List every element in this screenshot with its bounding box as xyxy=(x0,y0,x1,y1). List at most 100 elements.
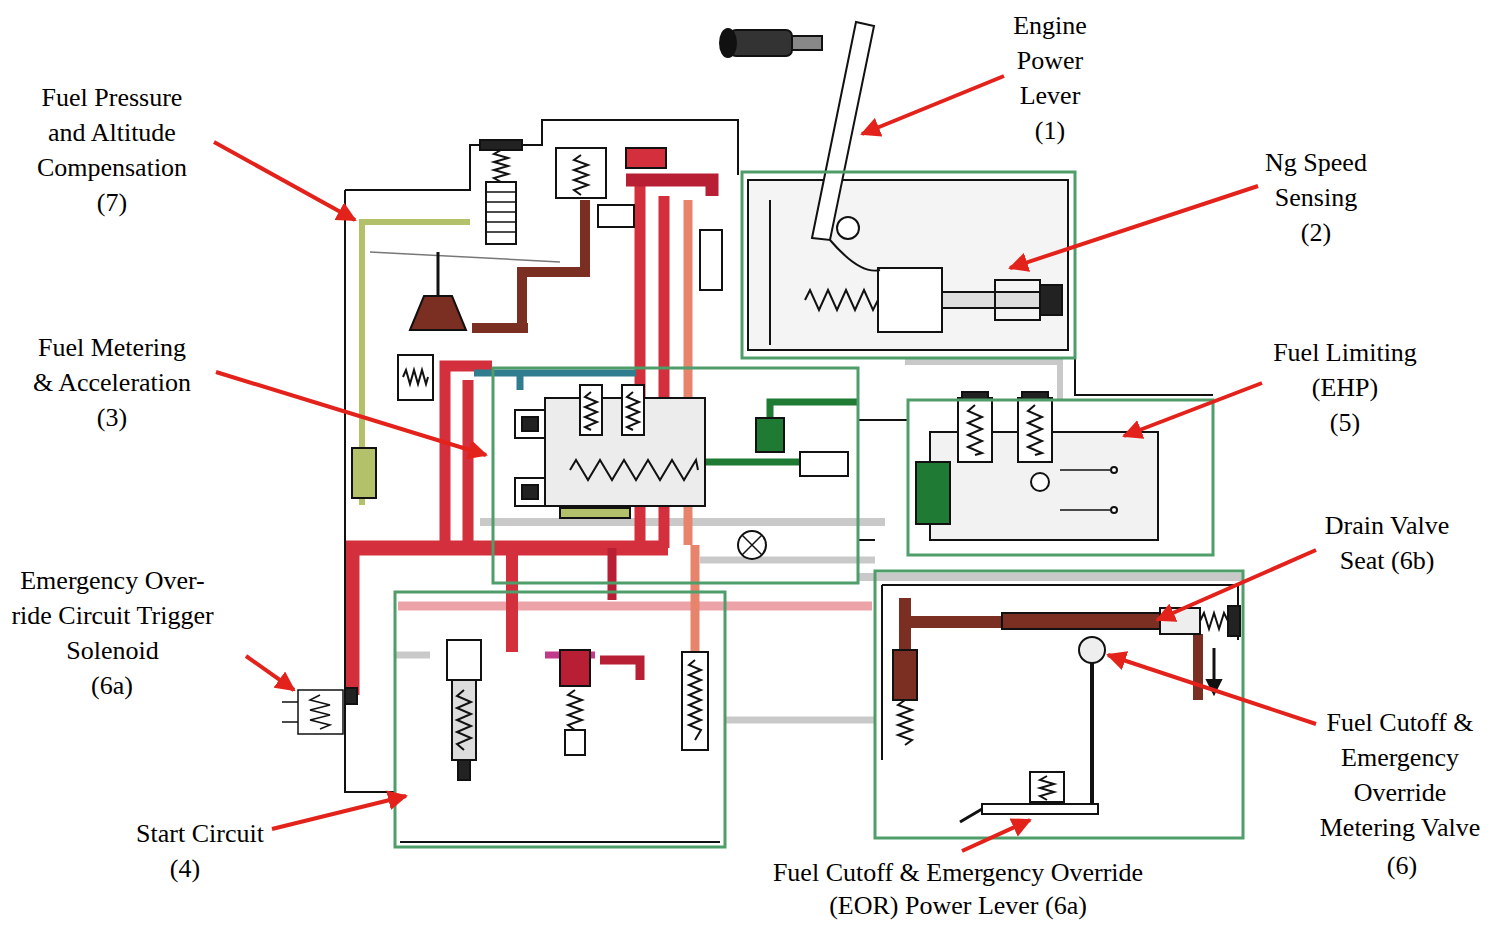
spring-symbol xyxy=(1040,776,1054,800)
callout-number: (6a) xyxy=(91,668,133,703)
part-label: Emergency Over-ride Circuit Trigger Sole… xyxy=(5,563,220,668)
label-slot: (1) xyxy=(1020,113,1080,148)
spring-symbol xyxy=(898,700,912,745)
spring-symbol xyxy=(968,405,982,455)
leader-arrow xyxy=(962,820,1030,851)
fulcrum-lever xyxy=(370,252,560,262)
limiter-valve xyxy=(1018,398,1052,462)
leader-arrow xyxy=(862,76,1004,134)
callout-number: (6) xyxy=(1387,848,1417,883)
spring-symbol xyxy=(585,392,597,430)
spring-symbol xyxy=(570,460,698,480)
fluid-passages xyxy=(352,180,1243,720)
red-passage xyxy=(506,548,518,652)
part-label: Start Circuit xyxy=(136,816,264,851)
leader-arrow xyxy=(1108,655,1316,724)
spring-symbol xyxy=(1200,613,1228,629)
red-passage xyxy=(352,548,668,695)
solenoid-plunger xyxy=(345,688,357,704)
label-slot: Fuel Pressure and Altitude Compensation xyxy=(30,80,195,185)
housing-outline xyxy=(400,358,1213,842)
cylinder xyxy=(800,452,848,476)
valve xyxy=(515,410,545,438)
housing-outline xyxy=(882,585,1238,760)
wire xyxy=(1060,470,1110,510)
brown-passage xyxy=(905,598,1002,700)
dark-red-passage xyxy=(626,180,712,196)
eor-lever xyxy=(960,809,982,822)
lever-pivot xyxy=(837,217,859,239)
part-label: Fuel Metering & Acceleration xyxy=(29,330,196,400)
label-slot: Emergency Over-ride Circuit Trigger Sole… xyxy=(5,563,220,668)
brown-passage xyxy=(1193,634,1203,700)
dark-red-passage xyxy=(600,548,640,680)
valve-core xyxy=(522,485,538,499)
spring-symbol xyxy=(568,690,582,730)
part-label: Fuel Pressure and Altitude Compensation xyxy=(30,80,195,185)
valve-stem xyxy=(1002,613,1162,629)
leader-arrow xyxy=(1010,186,1258,268)
part-label: Fuel Cutoff & Emergency Override Meterin… xyxy=(1314,705,1486,845)
label-slot: Engine Power Lever xyxy=(1000,8,1100,113)
collar xyxy=(756,418,784,452)
part-label: Fuel Cutoff & Emergency Override (EOR) P… xyxy=(753,856,1163,922)
valve-cap xyxy=(1228,606,1240,636)
terminal xyxy=(1111,467,1117,473)
spring-box xyxy=(556,148,606,198)
leader-arrow xyxy=(216,372,486,455)
valve xyxy=(598,205,634,227)
solenoid-coil xyxy=(310,695,330,729)
label-slot: (7) xyxy=(82,185,142,220)
drain-arrow xyxy=(1213,648,1216,680)
spring-box xyxy=(1030,772,1064,802)
part-label: Engine Power Lever xyxy=(1000,8,1100,113)
valve-core xyxy=(522,417,538,431)
piston xyxy=(622,385,644,435)
rod xyxy=(769,200,771,345)
section-frame xyxy=(875,571,1243,838)
leader-arrow xyxy=(272,796,406,829)
label-slot: (2) xyxy=(1286,215,1346,250)
terminal xyxy=(1111,507,1117,513)
label-slot: Fuel Cutoff & Emergency Override Meterin… xyxy=(1314,705,1486,845)
lever-shaft xyxy=(1090,663,1094,804)
spring-symbol xyxy=(689,660,701,740)
pivot-block xyxy=(410,296,466,330)
lever-actuator xyxy=(792,36,822,50)
part-label: Drain Valve Seat (6b) xyxy=(1312,508,1462,578)
callout-number: (2) xyxy=(1301,215,1331,250)
label-slot: (6a) xyxy=(82,668,142,703)
callout-number: (7) xyxy=(97,185,127,220)
piston xyxy=(580,385,602,435)
solenoid xyxy=(298,690,343,734)
valve-cap xyxy=(458,760,470,780)
valve xyxy=(515,478,545,506)
eor-lever xyxy=(982,804,1098,814)
bellows-folds xyxy=(486,192,516,232)
spring-symbol xyxy=(494,150,508,182)
pink-passage xyxy=(398,602,872,611)
callout-number: (3) xyxy=(97,400,127,435)
valve xyxy=(626,148,666,168)
cam xyxy=(830,240,880,271)
label-slot: Fuel Cutoff & Emergency Override (EOR) P… xyxy=(753,856,1163,922)
grey-passage xyxy=(858,573,1243,581)
label-slot: Fuel Limiting (EHP) xyxy=(1265,335,1425,405)
part-label: Ng Speed Sensing xyxy=(1254,145,1379,215)
label-slot: Ng Speed Sensing xyxy=(1254,145,1379,215)
section-frames xyxy=(395,172,1243,847)
leader-arrow xyxy=(1124,383,1262,436)
shaft-end xyxy=(1040,285,1062,315)
leader-arrow xyxy=(214,142,355,220)
spring-symbol xyxy=(457,690,471,750)
leader-arrows xyxy=(214,76,1316,851)
start-valve xyxy=(447,640,481,680)
wheel-spokes xyxy=(742,535,762,555)
valve xyxy=(893,650,917,700)
flyweight-housing xyxy=(878,268,942,332)
lever-actuator xyxy=(730,30,792,56)
grey-passage xyxy=(480,518,885,526)
start-valve xyxy=(682,652,708,750)
label-slot: (5) xyxy=(1315,405,1375,440)
